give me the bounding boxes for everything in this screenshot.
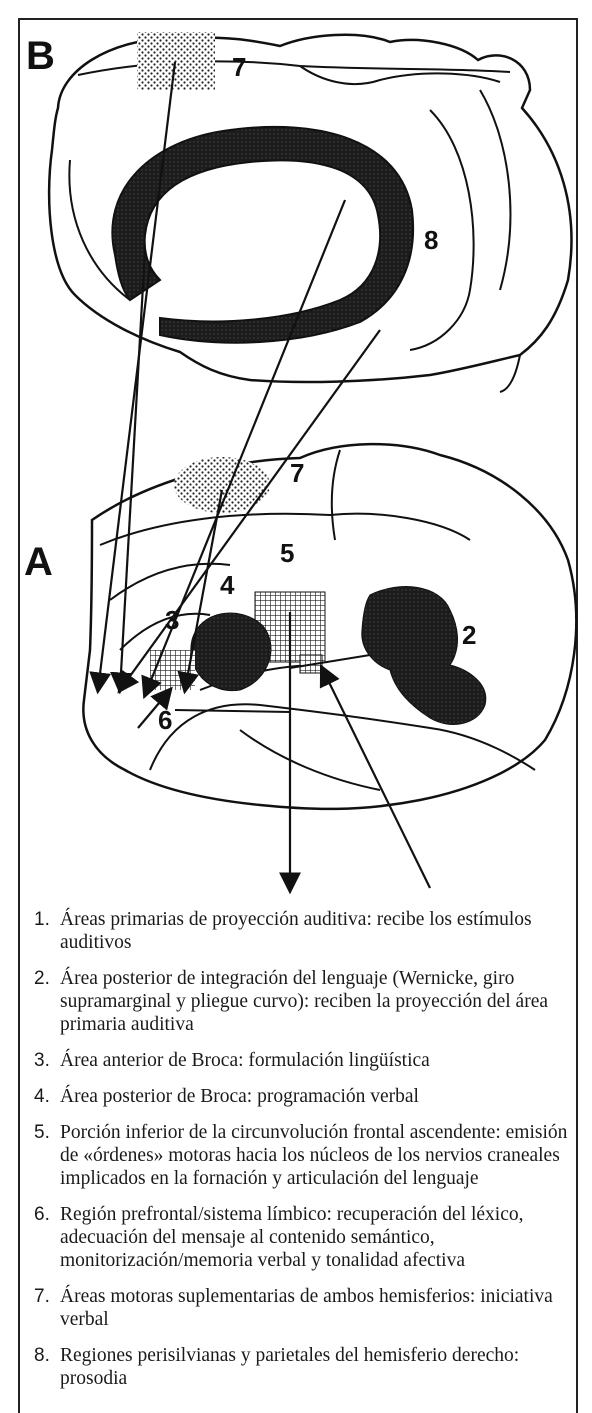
- legend-item: 2.Área posterior de integración del leng…: [26, 967, 574, 1036]
- legend-item: 7.Áreas motoras suplementarias de ambos …: [26, 1285, 574, 1331]
- panel-label-b: B: [26, 34, 55, 79]
- label-a-6: 6: [158, 705, 172, 736]
- legend-item: 4.Área posterior de Broca: programación …: [26, 1085, 574, 1108]
- supplementary-motor-area-b: [137, 32, 215, 90]
- label-a-3: 3: [165, 605, 179, 636]
- label-a-2: 2: [462, 620, 476, 651]
- legend-item: 3.Área anterior de Broca: formulación li…: [26, 1049, 574, 1072]
- brain-b: [49, 32, 571, 392]
- legend-list: 1.Áreas primarias de proyección auditiva…: [26, 908, 574, 1403]
- label-a-4: 4: [220, 570, 234, 601]
- label-b-7: 7: [232, 52, 246, 83]
- legend-item: 1.Áreas primarias de proyección auditiva…: [26, 908, 574, 954]
- brain-diagram: [0, 0, 592, 900]
- legend-item: 6.Región prefrontal/sistema límbico: rec…: [26, 1203, 574, 1272]
- label-b-8: 8: [424, 225, 438, 256]
- brain-a: [83, 444, 576, 809]
- legend-item: 5.Porción inferior de la circunvolución …: [26, 1121, 574, 1190]
- label-a-5: 5: [280, 538, 294, 569]
- panel-label-a: A: [24, 540, 53, 585]
- label-a-7: 7: [290, 458, 304, 489]
- legend-item: 8.Regiones perisilvianas y parietales de…: [26, 1344, 574, 1390]
